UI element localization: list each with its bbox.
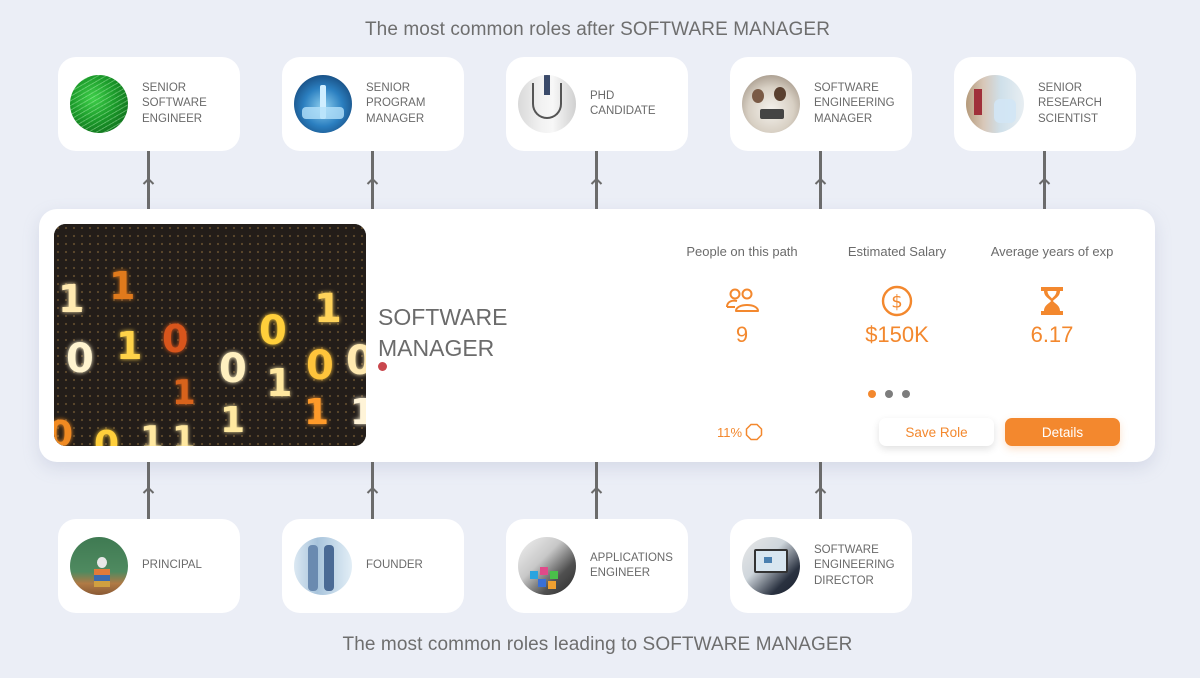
path-connector [590, 462, 603, 520]
svg-text:0: 0 [219, 346, 247, 392]
previous-role-card-software-engineering-director[interactable]: SOFTWARE ENGINEERING DIRECTOR [730, 519, 912, 613]
role-thumbnail-image [742, 75, 800, 133]
status-dot [378, 362, 387, 371]
pager-dot-2[interactable] [885, 390, 893, 398]
role-name: SOFTWARE ENGINEERING DIRECTOR [814, 543, 895, 587]
role-thumbnail-image [518, 75, 576, 133]
svg-text:1: 1 [172, 373, 196, 413]
next-roles-heading: The most common roles after SOFTWARE MAN… [364, 19, 831, 40]
path-connector [590, 151, 603, 209]
svg-text:1: 1 [266, 361, 292, 405]
role-name: SENIOR RESEARCH SCIENTIST [1038, 81, 1102, 125]
role-name: FOUNDER [366, 559, 423, 572]
role-thumbnail-image [70, 537, 128, 595]
details-button[interactable]: Details [1005, 418, 1120, 446]
arrow-up-icon [814, 177, 827, 185]
stats-pager [868, 390, 910, 398]
svg-text:0: 0 [306, 343, 334, 389]
svg-text:0: 0 [94, 424, 119, 446]
svg-text:1: 1 [109, 264, 135, 308]
binary-digits-image: 1 1 0 1 0 0 0 1 1 0 0 1 1 1 1 0 0 1 1 [54, 224, 366, 446]
path-connector [366, 151, 379, 209]
match-percentage: 11% [717, 423, 763, 441]
save-role-button[interactable]: Save Role [879, 418, 994, 446]
current-role-title: SOFTWARE MANAGER [378, 304, 508, 361]
next-role-card-senior-research-scientist[interactable]: SENIOR RESEARCH SCIENTIST [954, 57, 1136, 151]
role-thumbnail-image [294, 537, 352, 595]
stat-value: $150K [865, 322, 929, 347]
svg-text:0: 0 [259, 308, 287, 354]
previous-role-card-founder[interactable]: FOUNDER [282, 519, 464, 613]
path-connector [814, 151, 827, 209]
arrow-up-icon [590, 177, 603, 185]
path-connector [366, 462, 379, 520]
previous-role-card-applications-engineer[interactable]: APPLICATIONS ENGINEER [506, 519, 688, 613]
stat-label: People on this path [686, 244, 798, 259]
role-name: PHD CANDIDATE [590, 89, 656, 118]
stat-label: Estimated Salary [847, 244, 947, 259]
role-name: SENIOR PROGRAM MANAGER [366, 81, 426, 125]
arrow-up-icon [366, 177, 379, 185]
arrow-up-icon [142, 486, 155, 494]
svg-text:1: 1 [314, 286, 342, 332]
arrow-up-icon [590, 486, 603, 494]
role-thumbnail-image [742, 537, 800, 595]
stat-label: Average years of exp [990, 244, 1114, 259]
previous-role-card-principal[interactable]: PRINCIPAL [58, 519, 240, 613]
previous-roles-heading: The most common roles leading to SOFTWAR… [342, 634, 853, 655]
svg-text:$: $ [891, 292, 902, 313]
next-role-card-software-engineering-manager[interactable]: SOFTWARE ENGINEERING MANAGER [730, 57, 912, 151]
next-role-card-senior-program-manager[interactable]: SENIOR PROGRAM MANAGER [282, 57, 464, 151]
svg-text:1: 1 [350, 392, 366, 433]
role-name: APPLICATIONS ENGINEER [590, 551, 673, 580]
dollar-circle-icon: $ [881, 285, 913, 317]
path-connector [1038, 151, 1051, 209]
path-connector [142, 151, 155, 209]
arrow-up-icon [142, 177, 155, 185]
role-name: SENIOR SOFTWARE ENGINEER [142, 81, 207, 125]
stat-average-years-exp: Average years of exp 6.17 [977, 244, 1127, 348]
arrow-up-icon [814, 486, 827, 494]
svg-text:1: 1 [304, 392, 329, 433]
svg-text:1: 1 [220, 400, 245, 441]
svg-text:1: 1 [140, 419, 164, 446]
next-role-card-senior-software-engineer[interactable]: SENIOR SOFTWARE ENGINEER [58, 57, 240, 151]
svg-text:1: 1 [116, 324, 142, 368]
current-role-card: 1 1 0 1 0 0 0 1 1 0 0 1 1 1 1 0 0 1 1 [39, 209, 1155, 462]
role-name: SOFTWARE ENGINEERING MANAGER [814, 81, 895, 125]
stat-value: 6.17 [1030, 322, 1074, 347]
svg-text:0: 0 [346, 338, 366, 384]
path-connector [142, 462, 155, 520]
path-connector [814, 462, 827, 520]
hourglass-icon [1041, 287, 1063, 315]
svg-text:0: 0 [54, 414, 73, 446]
stat-people-on-path: People on this path 9 [667, 244, 817, 348]
svg-text:0: 0 [66, 336, 94, 382]
role-thumbnail-image [70, 75, 128, 133]
people-icon [726, 288, 759, 312]
match-percent-value: 11% [717, 424, 743, 440]
stat-value: 9 [735, 322, 749, 347]
role-thumbnail-image [966, 75, 1024, 133]
role-thumbnail-image [518, 537, 576, 595]
role-hero-image: 1 1 0 1 0 0 0 1 1 0 0 1 1 1 1 0 0 1 1 [54, 224, 366, 446]
pager-dot-1[interactable] [868, 390, 876, 398]
svg-text:0: 0 [162, 317, 188, 361]
next-role-card-phd-candidate[interactable]: PHD CANDIDATE [506, 57, 688, 151]
svg-text:1: 1 [172, 419, 196, 446]
arrow-up-icon [366, 486, 379, 494]
role-thumbnail-image [294, 75, 352, 133]
stat-estimated-salary: Estimated Salary $ $150K [822, 244, 972, 348]
arrow-up-icon [1038, 177, 1051, 185]
pager-dot-3[interactable] [902, 390, 910, 398]
svg-text:1: 1 [58, 277, 84, 321]
role-name: PRINCIPAL [142, 559, 202, 572]
progress-ring-icon [745, 423, 763, 441]
